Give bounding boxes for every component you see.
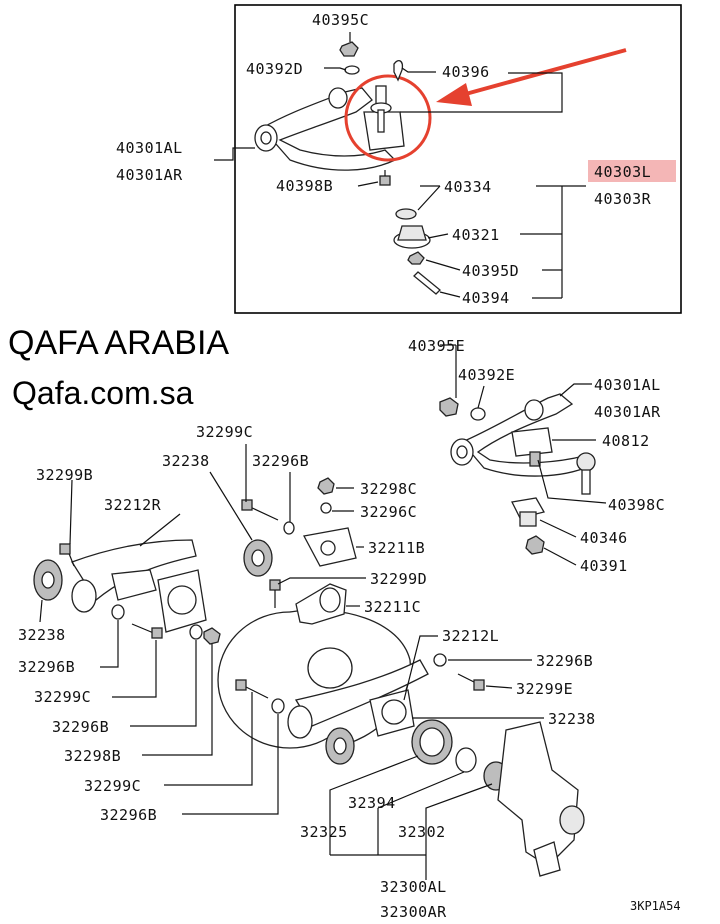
label-inset-40301ar: 40301AR <box>116 166 183 184</box>
bolt-32299e <box>457 673 485 691</box>
lower-arm-32212l <box>287 659 429 739</box>
label-40303r: 40303R <box>594 190 652 208</box>
inset-ball-joint <box>370 85 392 133</box>
label-32238-left: 32238 <box>18 626 66 644</box>
washer-32296c <box>320 502 332 514</box>
nut-32298b <box>203 627 221 645</box>
label-32299e: 32299E <box>516 680 573 698</box>
bolt-32299c-left1 <box>131 623 163 639</box>
label-40396: 40396 <box>442 63 490 81</box>
label-32299c-top: 32299C <box>196 423 253 441</box>
washer-32296b-left3 <box>271 698 285 714</box>
highlight-40303l <box>588 160 676 182</box>
inset-leaders <box>214 67 586 299</box>
label-40395c: 40395C <box>312 11 369 29</box>
inset-washer-40392d <box>344 65 360 75</box>
upper-arm-right <box>450 393 596 495</box>
label-32299d: 32299D <box>370 570 427 588</box>
label-40301al: 40301AL <box>594 376 661 394</box>
label-32238-right: 32238 <box>548 710 596 728</box>
label-32300ar: 32300AR <box>380 903 447 921</box>
lower-leaders <box>39 444 544 880</box>
label-32299c-left2: 32299C <box>84 777 141 795</box>
lower-arm-32212r <box>33 539 197 613</box>
label-40301ar: 40301AR <box>594 403 661 421</box>
label-40303l: 40303L <box>594 163 651 181</box>
bearing-32325 <box>411 719 453 765</box>
brand-site: Qafa.com.sa <box>12 375 194 411</box>
inset-bolt-40398b <box>379 170 391 186</box>
label-32296b-left3: 32296B <box>100 806 157 824</box>
nut-40395e <box>439 397 459 417</box>
bolt-32299b <box>59 543 75 567</box>
inset-frame <box>234 4 682 314</box>
label-40394: 40394 <box>462 289 510 307</box>
label-32211c: 32211C <box>364 598 421 616</box>
label-40812: 40812 <box>602 432 650 450</box>
washer-32296b-top <box>283 521 295 535</box>
label-32298b: 32298B <box>64 747 121 765</box>
bolt-32299c-top <box>241 499 279 521</box>
label-32300al: 32300AL <box>380 878 447 896</box>
label-32296c: 32296C <box>360 503 417 521</box>
bushing-32238-top <box>243 539 273 577</box>
label-32296b-left2: 32296B <box>52 718 109 736</box>
label-40321: 40321 <box>452 226 500 244</box>
label-32299b: 32299B <box>36 466 93 484</box>
bracket-32211b <box>303 527 357 567</box>
brand-name: QAFA ARABIA <box>8 324 229 362</box>
label-32212l: 32212L <box>442 627 499 645</box>
label-32296b-top: 32296B <box>252 452 309 470</box>
inset-nut-40395c <box>339 32 359 57</box>
label-32325: 32325 <box>300 823 348 841</box>
label-32238-top: 32238 <box>162 452 210 470</box>
label-40398c: 40398C <box>608 496 665 514</box>
washer-40392e <box>470 407 486 421</box>
inset-washer-40334 <box>395 208 417 220</box>
label-40346: 40346 <box>580 529 628 547</box>
inset-highlight-circle <box>344 74 432 162</box>
bracket-32211c <box>295 583 347 625</box>
label-32296b-left1: 32296B <box>18 658 75 676</box>
inset-nut-40395d <box>407 251 425 265</box>
diagram-code: 3KP1A54 <box>630 899 681 913</box>
knuckle-32300 <box>497 721 585 877</box>
bolt-32299c-left2 <box>235 679 269 699</box>
label-32298c: 32298C <box>360 480 417 498</box>
label-32394: 32394 <box>348 794 396 812</box>
label-40398b: 40398B <box>276 177 333 195</box>
label-inset-40301al: 40301AL <box>116 139 183 157</box>
label-40392e: 40392E <box>458 366 515 384</box>
label-32302: 32302 <box>398 823 446 841</box>
label-40395d: 40395D <box>462 262 519 280</box>
label-40334: 40334 <box>444 178 492 196</box>
washer-32296b-right <box>433 653 447 667</box>
label-32211b: 32211B <box>368 539 425 557</box>
bolt-32299d <box>269 579 281 608</box>
label-32296b-right: 32296B <box>536 652 593 670</box>
bump-40346 <box>511 497 545 527</box>
bolt-40398c <box>529 451 541 467</box>
label-32212r: 32212R <box>104 496 162 514</box>
right-group-leaders <box>440 344 607 566</box>
label-40391: 40391 <box>580 557 628 575</box>
carrier-plate-left <box>157 569 207 633</box>
label-40392d: 40392D <box>246 60 303 78</box>
label-32299c-left1: 32299C <box>34 688 91 706</box>
label-40395e: 40395E <box>408 337 465 355</box>
washer-32296b-left2 <box>189 624 203 640</box>
nut-32298c <box>317 477 335 495</box>
seal-32394 <box>455 747 477 773</box>
inset-band-40394 <box>413 271 441 295</box>
inset-bump-40321 <box>393 225 431 249</box>
bushing-32238-right <box>325 727 355 765</box>
nut-40391 <box>525 535 545 555</box>
inset-cotter-40396 <box>393 59 404 82</box>
washer-32296b-left1 <box>111 604 125 620</box>
